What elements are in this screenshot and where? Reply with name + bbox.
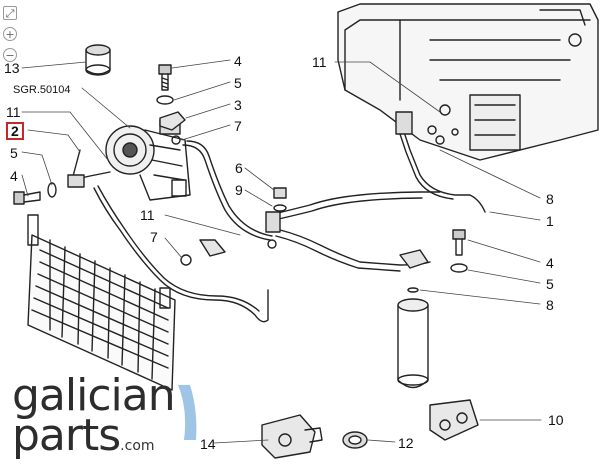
fitting-10: [429, 399, 479, 441]
callout-7[interactable]: 7: [234, 118, 242, 134]
leader-lines: [21, 59, 542, 444]
nut-6: [273, 187, 287, 199]
clamp-right: [399, 249, 429, 269]
brand-line-2: parts.com: [12, 410, 155, 461]
seal-12: [342, 431, 368, 449]
callout-4[interactable]: 4: [546, 255, 554, 271]
callout-6[interactable]: 6: [235, 160, 243, 176]
zoom-in-icon[interactable]: +: [3, 27, 17, 41]
callout-1[interactable]: 1: [546, 213, 554, 229]
brand-watermark: galician parts.com: [12, 370, 176, 466]
callout-10[interactable]: 10: [548, 412, 564, 428]
pipe-1: [265, 111, 486, 272]
callout-13[interactable]: 13: [4, 60, 20, 76]
callout-11[interactable]: 11: [140, 207, 155, 223]
callout-7[interactable]: 7: [150, 229, 158, 245]
receiver-drier: [397, 287, 429, 389]
bolt-4-right: [452, 229, 466, 256]
bracket-3: [159, 111, 186, 131]
o-ring-11-top: [427, 125, 437, 135]
callout-8[interactable]: 8: [546, 297, 554, 313]
callout-2-selected[interactable]: 2: [6, 122, 24, 140]
washer-5-top: [156, 95, 174, 105]
o-ring-7-top: [171, 135, 181, 145]
callout-4[interactable]: 4: [10, 168, 18, 184]
callout-9[interactable]: 9: [235, 182, 243, 198]
brand-accent-shape: [178, 385, 197, 440]
fitting-14: [261, 414, 323, 459]
bolt-4-left: [13, 191, 41, 205]
o-ring-11-mid: [267, 239, 277, 249]
hose-2: [67, 149, 269, 323]
callout-5[interactable]: 5: [546, 276, 554, 292]
callout-12[interactable]: 12: [398, 435, 414, 451]
bolt-4-top: [158, 64, 172, 91]
condenser: [27, 214, 176, 391]
callout-3[interactable]: 3: [234, 97, 242, 113]
o-ring-7-mid: [180, 254, 192, 266]
zoom-out-icon[interactable]: −: [3, 48, 17, 62]
callout-11[interactable]: 11: [312, 54, 327, 70]
brand-domain: .com: [120, 438, 155, 454]
callout-5[interactable]: 5: [234, 75, 242, 91]
callout-11[interactable]: 11: [6, 104, 21, 120]
compressor: [105, 119, 191, 201]
expand-icon[interactable]: ⤢: [3, 6, 17, 20]
washer-9: [273, 204, 287, 212]
washer-5-right: [450, 263, 468, 273]
washer-5-left: [47, 182, 57, 198]
callout-5[interactable]: 5: [10, 145, 18, 161]
hose-suction: [182, 140, 273, 257]
seal-cup-13: [85, 44, 111, 76]
brand-line-1: galician: [12, 370, 176, 421]
diagram-reference: SGR.50104: [13, 84, 71, 96]
callout-8[interactable]: 8: [546, 191, 554, 207]
callout-4[interactable]: 4: [234, 53, 242, 69]
callout-14[interactable]: 14: [200, 436, 216, 452]
evaporator-housing: [337, 3, 599, 161]
